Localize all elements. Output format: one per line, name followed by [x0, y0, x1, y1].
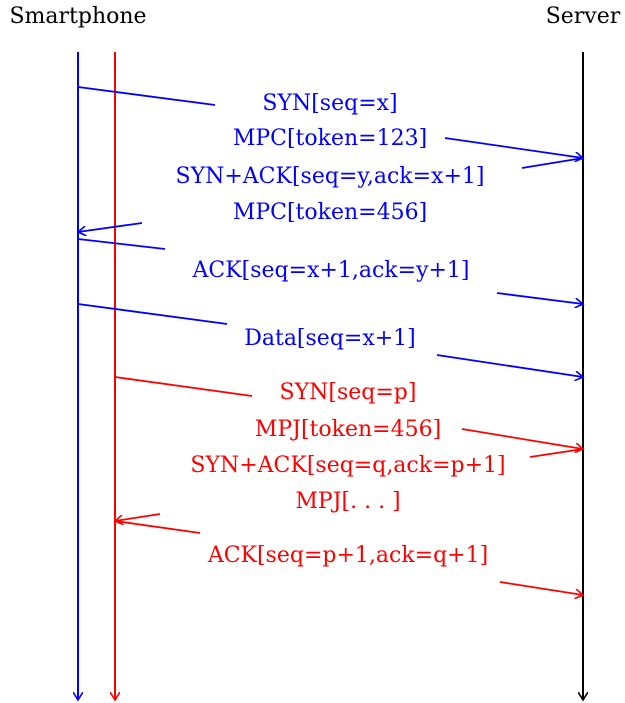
- synack-arrow-end: [78, 222, 143, 232]
- mpc-token-123-label: MPC[token=123]: [233, 126, 427, 151]
- syn-arrow-end: [444, 137, 583, 158]
- ack-arrow-start: [77, 238, 166, 250]
- mpj-token-456-label: MPJ[token=456]: [255, 417, 441, 442]
- mpj-ellipsis-label: MPJ[. . . ]: [295, 489, 400, 514]
- syn-arrow-start: [77, 86, 216, 106]
- join-ack-arrow-start: [114, 520, 201, 534]
- join-ack-arrow-end: [499, 581, 583, 595]
- mpc-token-456-label: MPC[token=456]: [233, 200, 427, 225]
- data-arrow-start: [77, 303, 228, 325]
- synack-label: SYN+ACK[seq=y,ack=x+1]: [176, 164, 485, 189]
- data-arrow-end: [436, 354, 583, 377]
- join-syn-label: SYN[seq=p]: [280, 380, 417, 405]
- synack-arrow-start: [521, 157, 584, 169]
- join-synack-label: SYN+ACK[seq=q,ack=p+1]: [190, 453, 505, 478]
- data-label: Data[seq=x+1]: [244, 326, 416, 351]
- join-syn-arrow-start: [114, 376, 253, 397]
- join-syn-arrow-end: [461, 428, 583, 449]
- join-synack-arrow-start: [529, 448, 584, 458]
- server-header: Server: [546, 4, 621, 29]
- join-ack-label: ACK[seq=p+1,ack=q+1]: [207, 543, 488, 568]
- ack-arrow-end: [496, 292, 583, 304]
- smartphone-header: Smartphone: [9, 4, 146, 29]
- ack-label: ACK[seq=x+1,ack=y+1]: [191, 258, 469, 283]
- syn-label: SYN[seq=x]: [262, 91, 397, 116]
- join-synack-arrow-end: [115, 513, 161, 521]
